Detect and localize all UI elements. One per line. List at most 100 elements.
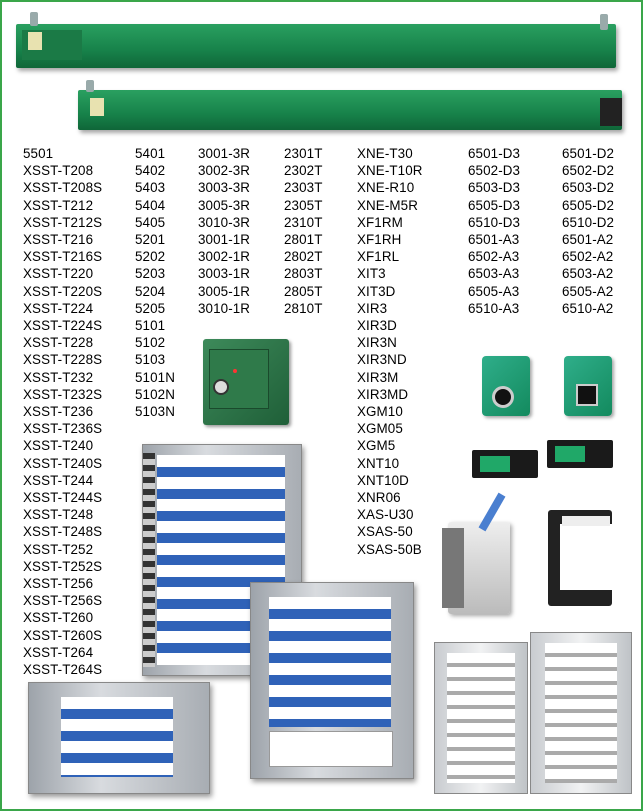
model-number: XSST-T220S xyxy=(23,283,103,299)
model-number: 2801T xyxy=(284,232,323,248)
model-number: XSST-T216S xyxy=(23,249,103,265)
model-number: XSST-T220 xyxy=(23,266,94,282)
barrier-signal-panel-image-large xyxy=(142,444,302,676)
label-plate-icon xyxy=(90,98,104,116)
mount-bracket-icon xyxy=(86,80,94,92)
model-number: 6505-D2 xyxy=(562,197,615,213)
model-number: 5201 xyxy=(135,232,166,248)
model-number: XSAS-50B xyxy=(357,541,422,557)
model-number: XSST-T208 xyxy=(23,163,94,179)
model-number: XF1RL xyxy=(357,249,400,265)
model-number: 6503-D3 xyxy=(468,180,521,196)
model-number: XSST-T264S xyxy=(23,662,103,678)
model-number: 3001-1R xyxy=(198,232,251,248)
model-number: XIR3MD xyxy=(357,386,409,402)
model-number: XAS-U30 xyxy=(357,507,414,523)
cable-sensor-image xyxy=(442,492,510,614)
model-number: XSST-T264 xyxy=(23,644,94,660)
model-number: 5403 xyxy=(135,180,166,196)
model-number: XSST-T260 xyxy=(23,610,94,626)
model-number: XNE-T30 xyxy=(357,146,413,161)
model-number: XSST-T248 xyxy=(23,507,94,523)
model-number: 3010-1R xyxy=(198,300,251,316)
model-number: XSST-T236S xyxy=(23,421,103,437)
model-number: 5404 xyxy=(135,197,166,213)
model-number: 2302T xyxy=(284,163,323,179)
model-number: 5405 xyxy=(135,214,166,230)
model-number: 5203 xyxy=(135,266,166,282)
model-number: XNT10 xyxy=(357,455,400,471)
model-number: XSAS-50 xyxy=(357,524,413,540)
led-icon xyxy=(233,369,237,373)
photoelectric-sensor-image xyxy=(482,356,530,416)
model-number: XIT3D xyxy=(357,283,396,299)
barrier-signal-panel-image-small xyxy=(28,682,210,794)
model-number: XSST-T232S xyxy=(23,386,103,402)
model-number: 6502-D3 xyxy=(468,163,521,179)
model-number: 6503-A2 xyxy=(562,266,614,282)
model-number: XSST-T232 xyxy=(23,369,94,385)
model-number: 5204 xyxy=(135,283,166,299)
model-number: XIR3ND xyxy=(357,352,407,368)
model-number: XGM05 xyxy=(357,421,403,437)
model-number: 5402 xyxy=(135,163,166,179)
mount-bracket-icon xyxy=(30,12,38,26)
model-number: 6510-D3 xyxy=(468,214,521,230)
label-plate-icon xyxy=(28,32,42,50)
model-number: 2303T xyxy=(284,180,323,196)
model-number: XNT10D xyxy=(357,472,409,488)
model-number: 5103 xyxy=(135,352,166,368)
fiber-amplifier-image xyxy=(547,440,613,468)
model-number: 6505-A3 xyxy=(468,283,520,299)
model-number: 6510-A2 xyxy=(562,300,614,316)
model-number: 6502-A3 xyxy=(468,249,520,265)
mount-bracket-icon xyxy=(600,14,608,30)
model-number: XSST-T260S xyxy=(23,627,103,643)
model-number: XIT3 xyxy=(357,266,386,282)
model-number: XNR06 xyxy=(357,490,401,506)
model-number: XSST-T224S xyxy=(23,318,103,334)
model-number: 6505-D3 xyxy=(468,197,521,213)
model-number: XGM5 xyxy=(357,438,396,454)
model-number: XSST-T224 xyxy=(23,300,94,316)
model-number: 6503-D2 xyxy=(562,180,615,196)
model-number: XIR3D xyxy=(357,318,397,334)
model-number: 5205 xyxy=(135,300,166,316)
model-number: XSST-T252 xyxy=(23,541,94,557)
model-number: XF1RM xyxy=(357,214,403,230)
model-number: 5202 xyxy=(135,249,166,265)
model-number: XSST-T216 xyxy=(23,232,94,248)
model-number: 3010-3R xyxy=(198,214,251,230)
model-number: XSST-T212S xyxy=(23,214,103,230)
model-number: XGM10 xyxy=(357,404,403,420)
model-number: 2803T xyxy=(284,266,323,282)
model-number: 2305T xyxy=(284,197,323,213)
light-curtain-bar-top xyxy=(16,24,616,68)
model-number: 3001-3R xyxy=(198,146,251,161)
model-number: 6510-D2 xyxy=(562,214,615,230)
model-number: 3005-1R xyxy=(198,283,251,299)
model-number: 3005-3R xyxy=(198,197,251,213)
controller-box-image xyxy=(203,339,289,425)
model-number: XF1RH xyxy=(357,232,402,248)
model-number: XSST-T256 xyxy=(23,576,94,592)
model-number: 2810T xyxy=(284,300,323,316)
model-number: 6501-A3 xyxy=(468,232,520,248)
lens-icon xyxy=(492,386,514,408)
model-number: XNE-T10R xyxy=(357,163,423,179)
model-number: XSST-T244 xyxy=(23,472,94,488)
modular-panel-image xyxy=(530,632,632,794)
model-number: 2802T xyxy=(284,249,323,265)
model-number: XNE-R10 xyxy=(357,180,415,196)
model-number: 6501-D2 xyxy=(562,146,615,161)
model-number: XNE-M5R xyxy=(357,197,418,213)
model-number: 5401 xyxy=(135,146,166,161)
model-number: 2301T xyxy=(284,146,323,161)
model-number: XSST-T228 xyxy=(23,335,94,351)
